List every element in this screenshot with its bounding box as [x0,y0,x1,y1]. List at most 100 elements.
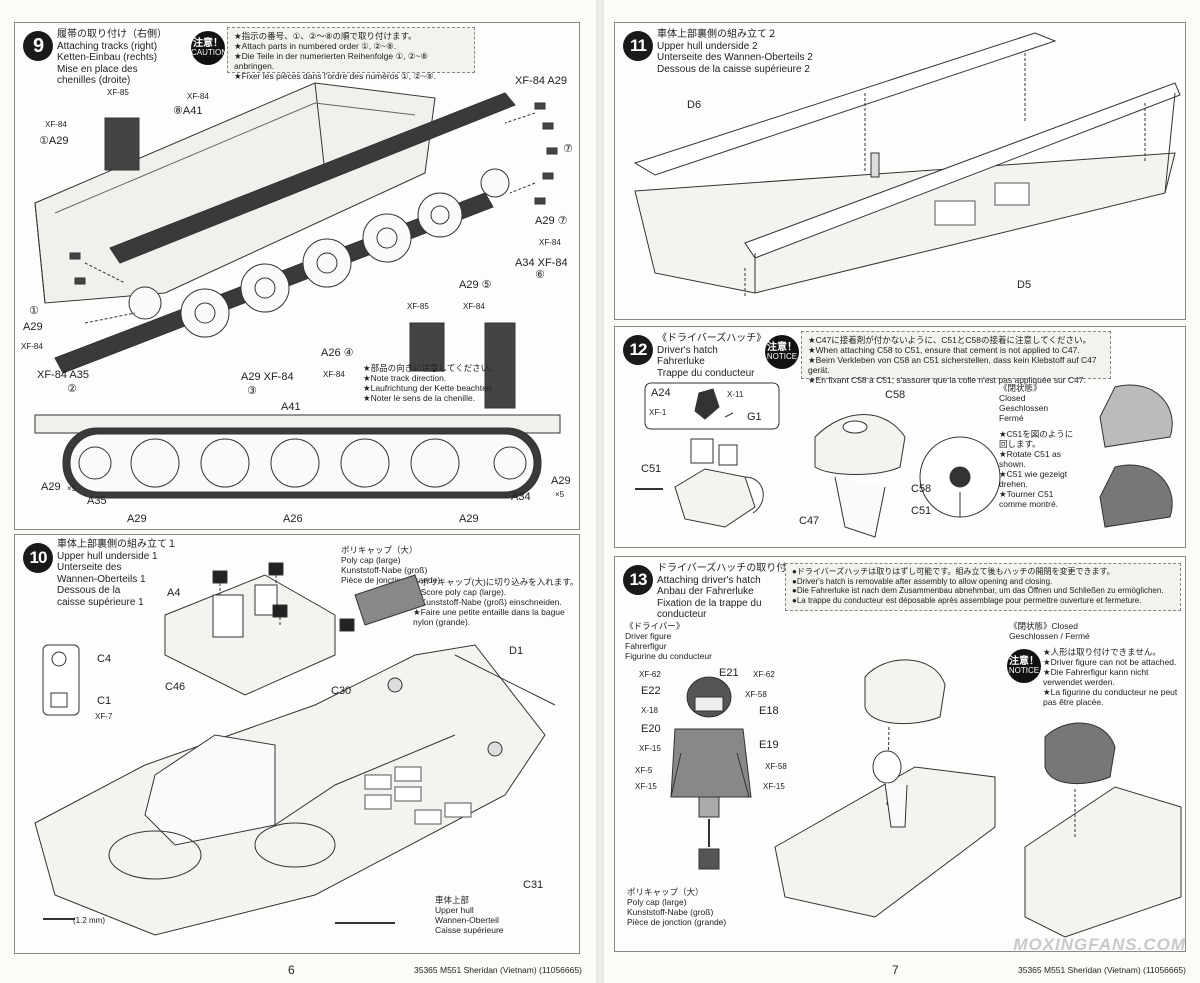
label-xf84-e: XF-84 [539,238,561,247]
step-title: 車体上部裏側の組み立て１ Upper hull underside 1 Unte… [57,539,177,608]
label-xf84-a: XF-84 [187,92,209,101]
step-number: 9 [23,31,53,61]
notice-text: ★C47に接着剤が付かないように、C51とC58の接着に注意してください。 ★W… [801,331,1111,385]
label-a29-3: A29 XF-84 [241,371,294,383]
label-e19: E19 [759,739,779,751]
label-c4: C4 [97,653,112,665]
label-a24: A24 [651,387,671,399]
label-e22: E22 [641,685,661,697]
label-g1: G1 [747,411,762,423]
label-c58: C58 [885,389,906,401]
track-direction-note: ★部品の向きに注意してください。 ★Note track direction. … [363,363,498,403]
info-text: ●ドライバーズハッチは取りはずし可能です。組み立て後もハッチの開閉を変更できます… [785,563,1181,611]
label-drill: (1.2 mm) [73,916,105,925]
caution-text: ★指示の番号、①、②〜⑧の順で取り付けます。 ★Attach parts in … [227,27,475,81]
polycap-score-note: ★ポリキャップ(大)に切り込みを入れます。 ★Score poly cap (l… [413,577,579,627]
right-page: 11 車体上部裏側の組み立て２ Upper hull underside 2 U… [604,0,1200,983]
side-label-x5-a: ×5 [67,484,77,493]
label-c51b: C51 [911,505,932,517]
label-3: ③ [247,385,257,397]
side-label-a29-b: A29 [459,513,479,525]
watermark: MOXINGFANS.COM [1013,935,1186,954]
label-xf62-a: XF-62 [639,670,661,679]
label-d5: D5 [1017,279,1032,291]
label-xf85-b: XF-85 [407,302,429,311]
label-6: ⑥ [535,269,545,281]
label-c30: C30 [331,685,352,697]
step-13-panel: 13 ドライバーズハッチの取り付け Attaching driver's hat… [614,556,1186,952]
label-a29b: A29 [23,321,43,333]
step-number: 13 [623,565,653,595]
label-a41-8: ⑧A41 [173,105,203,117]
label-xf15-c: XF-15 [763,782,785,791]
notice-text: ★人形は取り付けできません。 ★Driver figure can not be… [1043,647,1178,707]
left-page: 9 履帯の取り付け（右側） Attaching tracks (right) K… [0,0,596,983]
page-footer: 35365 M551 Sheridan (Vietnam) (11056665) [414,965,582,975]
label-x11: X-11 [727,390,744,399]
side-label-a34: A34 [511,491,531,503]
label-2: ② [67,383,77,395]
label-a35: XF-84 A35 [37,369,89,381]
upper-hull-label: 車体上部 Upper hull Wannen-Oberteil Caisse s… [435,895,504,935]
polycap-label: ポリキャップ（大） Poly cap (large) Kunststoff-Na… [341,545,441,585]
side-label-a29x5-a: A29 [41,481,61,493]
label-e20: E20 [641,723,661,735]
page-footer: 35365 M551 Sheridan (Vietnam) (11056665) [1018,965,1186,975]
track-assembly-drawing [34,82,561,499]
step-number: 11 [623,31,653,61]
step-title: 《ドライバーズハッチ》 Driver's hatch Fahrerluke Tr… [657,333,767,379]
label-a26-4: A26 ④ [321,347,354,359]
label-d1: D1 [509,645,524,657]
label-xf5: XF-5 [635,766,653,775]
notice-badge: 注意！NOTICE [1007,649,1041,683]
side-label-a29x5-b: A29 [551,475,571,487]
step-12-panel: 12 《ドライバーズハッチ》 Driver's hatch Fahrerluke… [614,326,1186,548]
side-label-a29-a: A29 [127,513,147,525]
label-c51: C51 [641,463,662,475]
label-xf84-h: XF-84 [21,342,43,351]
label-1b: ① [29,305,39,317]
side-label-x5-b: ×5 [555,490,565,499]
label-xf58-a: XF-58 [745,690,767,699]
driver-figure-label: 《ドライバー》 Driver figure Fahrerfigur Figuri… [625,621,712,661]
label-c31: C31 [523,879,544,891]
drivers-hatch-drawing [635,382,1173,538]
label-xf62-b: XF-62 [753,670,775,679]
label-xf84-i: XF-84 [323,370,345,379]
label-c58b: C58 [911,483,932,495]
side-label-a26: A26 [283,513,303,525]
page-number: 7 [892,963,899,977]
label-xf15-b: XF-15 [635,782,657,791]
step-11-panel: 11 車体上部裏側の組み立て２ Upper hull underside 2 U… [614,22,1186,320]
label-a29-7b: A29 ⑦ [535,215,568,227]
label-a29-1a: ①A29 [39,135,69,147]
label-a4: A4 [167,587,181,599]
label-xf7: XF-7 [95,712,113,721]
upper-hull-1-drawing [34,562,556,936]
side-label-a41: A41 [281,401,301,413]
step-title: 履帯の取り付け（右側） Attaching tracks (right) Ket… [57,29,167,86]
upper-hull-2-drawing [633,32,1181,298]
step-10-panel: 10 車体上部裏側の組み立て１ Upper hull underside 1 U… [14,534,580,954]
label-xf58-b: XF-58 [765,762,787,771]
label-xf15-a: XF-15 [639,744,661,753]
label-e21: E21 [719,667,739,679]
label-c46: C46 [165,681,186,693]
label-e18: E18 [759,705,779,717]
page-gutter [596,0,604,983]
polycap-label: ポリキャップ（大） Poly cap (large) Kunststoff-Na… [627,887,727,927]
step-title: ドライバーズハッチの取り付け Attaching driver's hatch … [657,563,797,620]
closed-label: 《閉状態》 Closed Geschlossen Fermé [999,383,1049,423]
label-a29-7: XF-84 A29 [515,75,567,87]
label-d6: D6 [687,99,702,111]
label-a34-6: A34 XF-84 [515,257,568,269]
label-xf84-f: XF-84 [463,302,485,311]
label-c47: C47 [799,515,820,527]
caution-badge: 注意！CAUTION [191,31,227,65]
side-label-a35: A35 [87,495,107,507]
label-xf85-a: XF-85 [107,88,129,97]
label-7a: ⑦ [563,143,573,155]
label-xf84-d: XF-84 [45,120,67,129]
closed-label: 《閉状態》Closed Geschlossen / Fermé [1009,621,1090,641]
notice-badge: 注意！NOTICE [765,335,799,369]
